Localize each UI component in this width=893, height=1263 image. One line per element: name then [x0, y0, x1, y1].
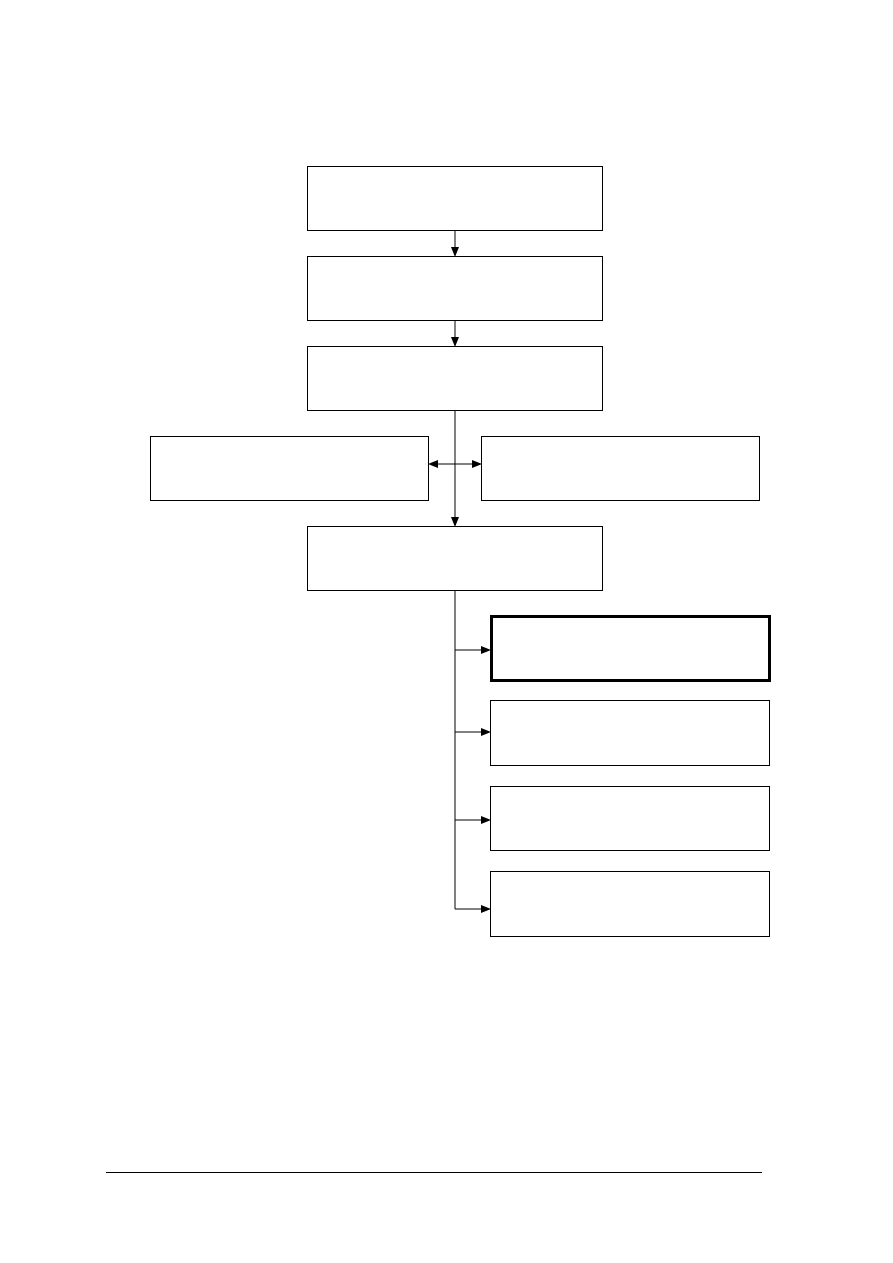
footer-rule — [106, 1172, 762, 1173]
node-n7 — [490, 615, 771, 682]
node-n10 — [490, 871, 770, 937]
node-n6 — [307, 526, 603, 591]
node-n1 — [307, 166, 603, 231]
node-n9 — [490, 786, 770, 851]
node-n4 — [150, 436, 429, 501]
node-n2 — [307, 256, 603, 321]
node-n3 — [307, 346, 603, 411]
node-n8 — [490, 700, 770, 766]
node-n5 — [481, 436, 760, 501]
